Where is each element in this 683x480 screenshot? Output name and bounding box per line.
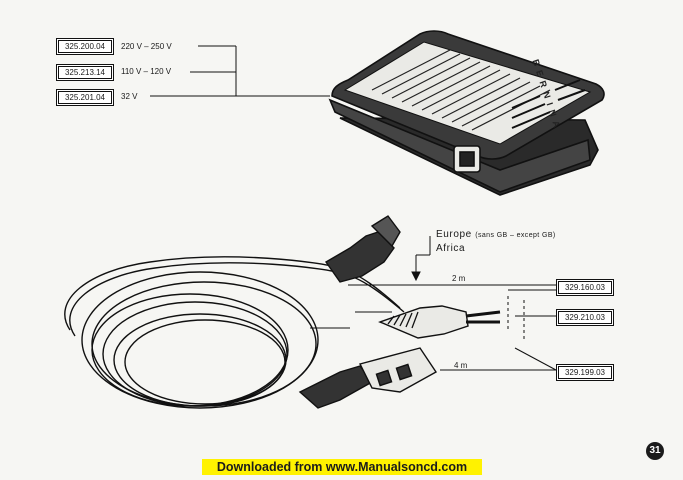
region-label-europe: Europe (sans GB – except GB) — [436, 229, 556, 240]
download-source-banner[interactable]: Downloaded from www.Manualsoncd.com — [202, 459, 482, 475]
region-exception-note: (sans GB – except GB) — [475, 232, 556, 239]
voltage-bracket — [150, 45, 330, 97]
cable-part-number: 329.210.03 — [556, 309, 614, 326]
page-number-badge: 31 — [646, 442, 664, 460]
pedal-voltage: 220 V – 250 V — [121, 42, 172, 51]
mains-plug — [378, 305, 501, 339]
pedal-connector-bottom — [298, 347, 438, 409]
cable-part-number: 329.160.03 — [556, 279, 614, 296]
region-europe-text: Europe — [436, 229, 472, 240]
cable-part-number: 329.199.03 — [556, 364, 614, 381]
appliance-connector-top — [324, 215, 401, 283]
pedal-voltage: 32 V — [121, 92, 138, 101]
foot-pedal-drawing — [328, 30, 605, 196]
pedal-part-number: 325.200.04 — [56, 38, 114, 55]
coiled-cable — [64, 256, 405, 409]
distance-upper: 2 m — [452, 274, 466, 283]
leader-lines — [310, 236, 557, 371]
pedal-part-number: 325.201.04 — [56, 89, 114, 106]
distance-lower: 4 m — [454, 361, 468, 370]
pedal-part-number: 325.213.14 — [56, 64, 114, 81]
region-label-africa: Africa — [436, 243, 466, 254]
pedal-voltage: 110 V – 120 V — [121, 67, 172, 76]
